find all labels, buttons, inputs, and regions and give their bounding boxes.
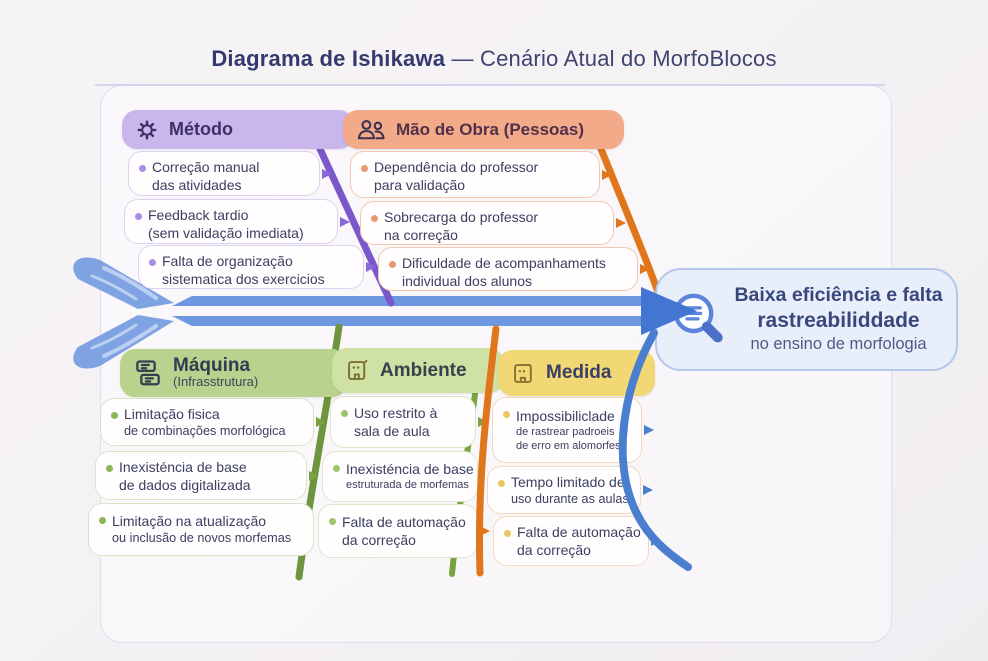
bullet-icon <box>498 480 505 487</box>
bullet-icon <box>135 213 142 220</box>
cause-line: uso durante as aulas <box>511 492 629 507</box>
category-label: Máquina <box>173 355 251 377</box>
cause-line: Limitação fisica <box>124 406 220 422</box>
cause-line: individual dos alunos <box>402 273 532 290</box>
arrow-icon <box>640 264 650 274</box>
arrow-icon <box>309 470 319 481</box>
bullet-icon <box>149 259 156 266</box>
gear-icon <box>137 120 157 139</box>
cause-line: sala de aula <box>354 423 430 439</box>
category-label: Ambiente <box>380 359 467 381</box>
cause-item-metodo-3: Falta de organização sistematica dos exe… <box>138 245 376 289</box>
cause-line: para validação <box>374 177 466 194</box>
cause-line: Tempo limitado de <box>511 474 625 490</box>
cause-line: Falta de automação <box>342 513 466 530</box>
cause-item-maquina-3: Limitação na atualização ou inclusão de … <box>88 503 314 556</box>
category-header-metodo: Método <box>122 110 354 149</box>
category-header-ambiente: Ambiente <box>332 348 504 393</box>
cause-line: Dificuldade de acompanhaments <box>402 255 606 271</box>
title-bold: Diagrama de Ishikawa <box>211 46 446 71</box>
server-icon <box>136 360 160 386</box>
category-header-maquina: Máquina (Infrasstrutura) <box>120 349 347 397</box>
page-title: Diagrama de Ishikawa — Cenário Atual do … <box>0 46 988 72</box>
cause-item-medida-3: Falta de automação da correção <box>493 516 661 566</box>
cause-item-ambiente-3: Falta de automação da correção <box>318 504 490 558</box>
bullet-icon <box>389 261 396 268</box>
cause-line: na correção <box>384 227 458 244</box>
bullet-icon <box>99 517 106 524</box>
magnifier-icon <box>673 293 723 343</box>
bullet-icon <box>111 412 118 419</box>
cause-line: de erro em alomorfes <box>516 440 621 453</box>
bullet-icon <box>503 411 510 418</box>
cause-line: Uso restrito à <box>354 404 438 421</box>
cause-line: de dados digitalizada <box>119 477 251 494</box>
arrow-icon <box>643 485 653 495</box>
title-rest: — Cenário Atual do MorfoBlocos <box>451 46 777 71</box>
category-label: Medida <box>546 362 612 383</box>
arrow-icon <box>644 425 654 435</box>
cause-line: Correção manual <box>152 159 260 175</box>
cause-item-ambiente-2: Inexisténcia de base estruturada de morf… <box>322 451 478 502</box>
cause-line: das atividades <box>152 177 242 194</box>
cause-item-metodo-2: Feedback tardio (sem validação imediata) <box>124 199 350 244</box>
category-header-medida: Medida <box>498 350 655 396</box>
title-divider <box>95 84 885 86</box>
bullet-icon <box>341 410 348 417</box>
cause-item-ambiente-1: Uso restrito à sala de aula <box>330 396 488 448</box>
cause-line: Limitação na atualização <box>112 513 267 530</box>
cause-line: Falta de automação <box>517 524 641 540</box>
cause-line: Feedback tardio <box>148 207 249 223</box>
arrow-icon <box>340 216 350 227</box>
cause-line: ou inclusão de novos morfemas <box>112 531 292 546</box>
effect-line-1: Baixa eficiência e falta <box>734 284 943 307</box>
category-label: Mão de Obra (Pessoas) <box>396 119 585 139</box>
arrow-icon <box>616 218 626 228</box>
cause-item-mao-de-obra-1: Dependência do professor para validação <box>350 151 612 198</box>
cause-line: Sobrecarga do professor <box>384 209 539 225</box>
category-header-mao-de-obra: Mão de Obra (Pessoas) <box>343 110 624 149</box>
cause-item-maquina-1: Limitação fisica de combinações morfológ… <box>100 398 326 446</box>
cause-line: sistematica dos exercicios <box>162 271 325 288</box>
arrow-icon <box>478 417 488 427</box>
category-label: Método <box>169 119 233 139</box>
cause-line: da correção <box>342 532 416 548</box>
arrow-icon <box>602 169 612 180</box>
cause-line: Falta de organização <box>162 253 293 269</box>
cause-item-medida-1: Impossibiliclade de rastrear padroeis de… <box>492 397 654 463</box>
cause-line: estruturada de morfemas <box>346 479 469 492</box>
cause-line: Inexisténcia de base <box>119 459 247 475</box>
arrow-icon <box>316 417 326 427</box>
cause-item-maquina-2: Inexisténcia de base de dados digitaliza… <box>95 451 319 500</box>
bullet-icon <box>329 518 336 525</box>
arrow-icon <box>480 526 490 536</box>
category-sublabel: (Infrasstrutura) <box>173 374 259 390</box>
cause-line: da correção <box>517 542 591 559</box>
building-icon <box>348 359 368 380</box>
arrow-icon <box>322 168 332 179</box>
effect-line-2: rastreabiliddade <box>757 309 920 333</box>
cause-item-medida-2: Tempo limitado de uso durante as aulas <box>487 466 653 514</box>
arrow-icon <box>651 536 661 546</box>
bullet-icon <box>333 465 340 472</box>
cause-item-metodo-1: Correção manual das atividades <box>128 151 332 196</box>
floppy-icon <box>514 363 532 383</box>
cause-line: Inexisténcia de base <box>346 461 474 478</box>
cause-line: (sem validação imediata) <box>148 225 304 242</box>
bullet-icon <box>371 215 378 222</box>
arrow-icon <box>366 262 376 272</box>
effect-line-3: no ensino de morfologia <box>750 334 927 353</box>
people-icon <box>357 119 385 139</box>
cause-line: Dependência do professor <box>374 159 539 175</box>
effect-box: Baixa eficiência e falta rastreabiliddad… <box>655 268 958 371</box>
bullet-icon <box>361 165 368 172</box>
cause-line: Impossibiliclade <box>516 407 615 424</box>
bullet-icon <box>139 165 146 172</box>
bullet-icon <box>504 530 511 537</box>
cause-item-mao-de-obra-3: Dificuldade de acompanhaments individual… <box>378 247 650 291</box>
bullet-icon <box>106 465 113 472</box>
cause-item-mao-de-obra-2: Sobrecarga do professor na correção <box>360 201 626 245</box>
cause-line: de combinações morfológica <box>124 424 286 439</box>
cause-line: de rastrear padroeis <box>516 425 615 438</box>
